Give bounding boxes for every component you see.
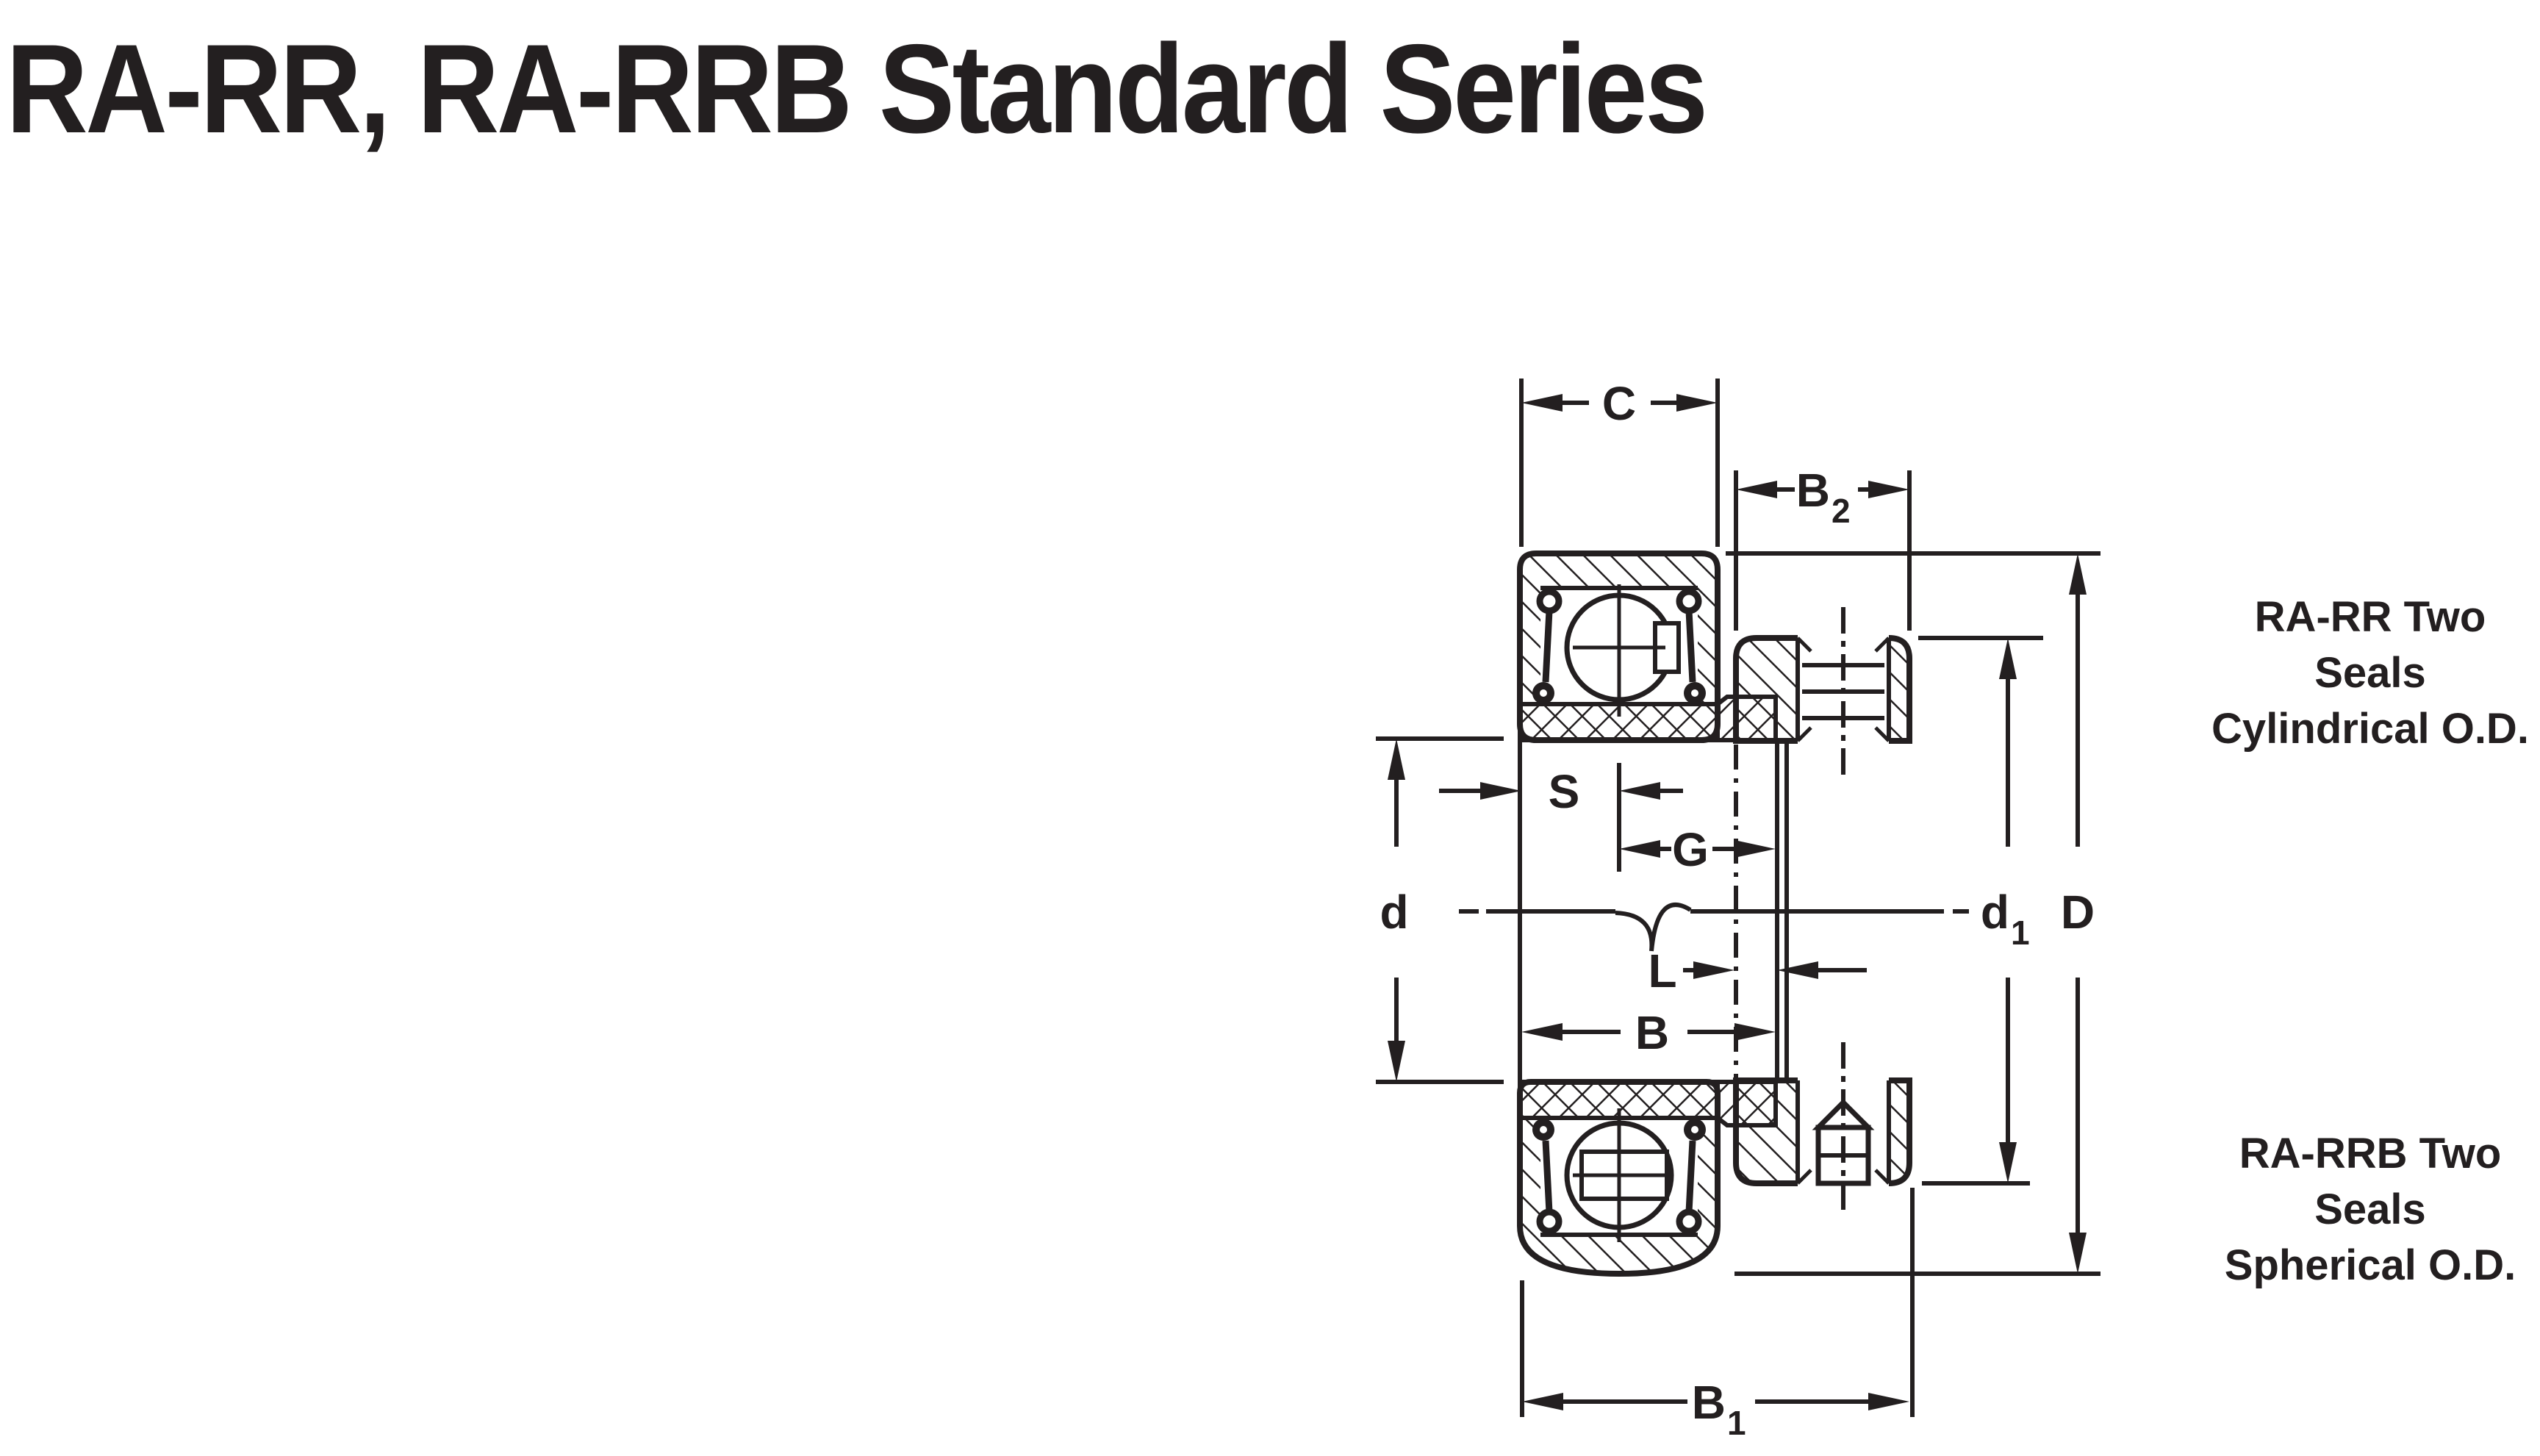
arrowhead xyxy=(1868,481,1909,498)
page-title: RA-RR, RA-RRB Standard Series xyxy=(6,18,1708,159)
callout-spherical: RA-RRB Two Seals Spherical O.D. xyxy=(2194,1126,2540,1294)
bore-chamfer xyxy=(1796,636,1812,653)
arrowhead xyxy=(1868,1393,1909,1410)
dimension-label-group: C B 2 S G L B d d 1 D B 1 xyxy=(1380,377,2095,1442)
dim-label-d: d xyxy=(1380,886,1408,939)
dim-label-D: D xyxy=(2061,886,2095,939)
arrowhead xyxy=(1480,782,1521,800)
dim-label-l: L xyxy=(1648,944,1676,997)
dim-label-d1-sub: 1 xyxy=(2011,914,2030,952)
bore-chamfer xyxy=(1874,636,1890,653)
shaft-break-symbol xyxy=(1615,903,1692,952)
arrowhead xyxy=(1619,840,1660,858)
dim-label-c: C xyxy=(1602,377,1636,430)
lower-left-seal xyxy=(1532,1119,1563,1235)
bore-chamfer xyxy=(1796,726,1812,742)
arrowhead xyxy=(1522,1393,1563,1410)
arrowhead xyxy=(1734,1023,1776,1041)
arrowhead xyxy=(1388,739,1405,780)
arrowhead xyxy=(1388,1041,1405,1082)
dim-label-g: G xyxy=(1672,823,1709,876)
lower-right-seal xyxy=(1676,1119,1706,1235)
arrowhead xyxy=(1693,961,1734,979)
upper-right-seal xyxy=(1676,588,1706,704)
dim-label-b: B xyxy=(1635,1006,1669,1059)
arrowhead xyxy=(1734,840,1776,858)
dim-label-s: S xyxy=(1549,765,1580,818)
arrowhead xyxy=(1999,638,2017,679)
callout-cylindrical-line2: Cylindrical O.D. xyxy=(2211,705,2529,753)
bore-chamfer xyxy=(1874,1169,1890,1185)
upper-bearing-section xyxy=(1517,551,1912,745)
arrowhead xyxy=(2069,553,2087,595)
callout-cylindrical-line1: RA-RR Two Seals xyxy=(2254,593,2486,697)
callout-spherical-line1: RA-RRB Two Seals xyxy=(2239,1130,2502,1233)
arrowhead xyxy=(2069,1233,2087,1274)
upper-left-seal xyxy=(1532,588,1563,704)
dim-label-d1-base: d xyxy=(1981,886,2009,939)
bore-chamfer xyxy=(1874,726,1890,742)
dim-label-b1-sub: 1 xyxy=(1727,1404,1746,1442)
dim-label-b2-base: B xyxy=(1796,464,1830,517)
connecting-lines xyxy=(1459,607,1969,1214)
arrowhead xyxy=(1736,481,1777,498)
callout-cylindrical: RA-RR Two Seals Cylindrical O.D. xyxy=(2194,589,2540,757)
arrowhead xyxy=(1521,394,1563,412)
upper-locking-collar xyxy=(1733,634,1912,745)
lower-bearing-section xyxy=(1517,1077,1912,1277)
dimension-lines xyxy=(1376,379,2100,1417)
dim-label-b1-base: B xyxy=(1692,1376,1726,1429)
bore-chamfer xyxy=(1796,1169,1812,1185)
arrowhead xyxy=(1777,961,1818,979)
callout-spherical-line2: Spherical O.D. xyxy=(2224,1241,2516,1289)
arrowhead xyxy=(1999,1142,2017,1183)
arrowhead xyxy=(1676,394,1718,412)
dimension-arrowheads xyxy=(1388,394,2087,1410)
dim-label-b2-sub: 2 xyxy=(1832,492,1851,530)
lower-locking-collar xyxy=(1733,1077,1912,1188)
arrowhead xyxy=(1521,1023,1563,1041)
arrowhead xyxy=(1619,782,1660,800)
